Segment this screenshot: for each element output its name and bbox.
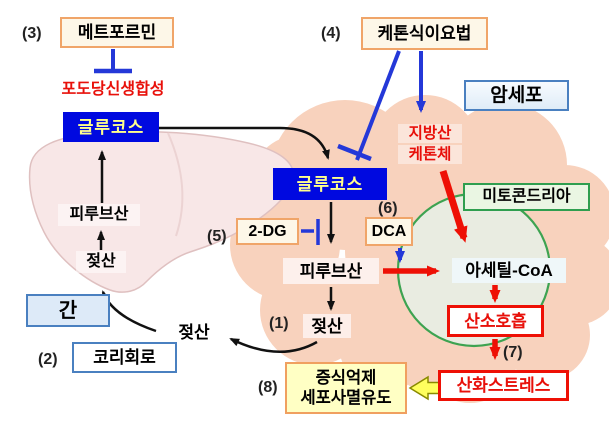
label-number-6: (6): [378, 200, 398, 217]
label-number-8: (8): [258, 379, 278, 396]
arrow-glucose-liver-to-glucose-cancer: [159, 126, 330, 160]
acetyl-coa-label: 아세틸-CoA: [452, 258, 566, 283]
fatty-acid-label: 지방산: [398, 124, 462, 143]
label-number-1: (1): [269, 315, 289, 332]
oxygen-respiration-box: 산소호흡: [447, 305, 544, 337]
pyruvate-liver-label: 피루브산: [58, 204, 140, 226]
mitochondria-label-box: 미토콘드리아: [463, 183, 590, 211]
inhibit-ketodiet-bar: [337, 143, 372, 162]
inhibit-ketodiet-stem: [355, 50, 401, 161]
label-number-7: (7): [503, 344, 523, 361]
glucose-liver-box: 글루코스: [63, 112, 159, 142]
gluconeogenesis-label: 포도당신생합성: [61, 81, 165, 98]
lactate-cancer-label: 젖산: [303, 314, 351, 338]
ketone-bodies-label: 케톤체: [398, 145, 462, 164]
metformin-box: 메트포르민: [60, 17, 174, 48]
label-number-3: (3): [22, 25, 42, 42]
apoptosis-induction-line: 세포사멸유도: [300, 388, 392, 407]
arrow-shuttle-to-liver-lactate: [101, 290, 157, 333]
cori-cycle-box: 코리회로: [72, 342, 177, 373]
ketogenic-diet-box: 케톤식이요법: [361, 17, 488, 50]
pyruvate-cancer-label: 피루브산: [283, 258, 379, 284]
growth-inhibition-line: 증식억제: [315, 369, 377, 387]
oxidative-stress-box: 산화스트레스: [438, 370, 569, 401]
label-number-2: (2): [38, 351, 58, 368]
arrow-stress-to-growth-inhibition: [408, 375, 442, 401]
label-number-4: (4): [321, 25, 341, 42]
lactate-shuttle-label: 젖산: [178, 322, 210, 342]
liver-label-box: 간: [26, 294, 110, 327]
arrow-ketones-to-acetylcoa: [439, 169, 468, 243]
2dg-box: 2-DG: [236, 218, 299, 245]
glucose-cancer-box: 글루코스: [273, 168, 387, 200]
growth-inhibition-box: 증식억제 세포사멸유도: [285, 362, 407, 414]
arrow-lactate-cancer-to-shuttle: [229, 337, 318, 353]
lactate-liver-label: 젖산: [76, 251, 126, 273]
label-number-5: (5): [207, 228, 227, 245]
cancer-cell-label-box: 암세포: [464, 80, 569, 111]
dca-box: DCA: [365, 217, 413, 246]
